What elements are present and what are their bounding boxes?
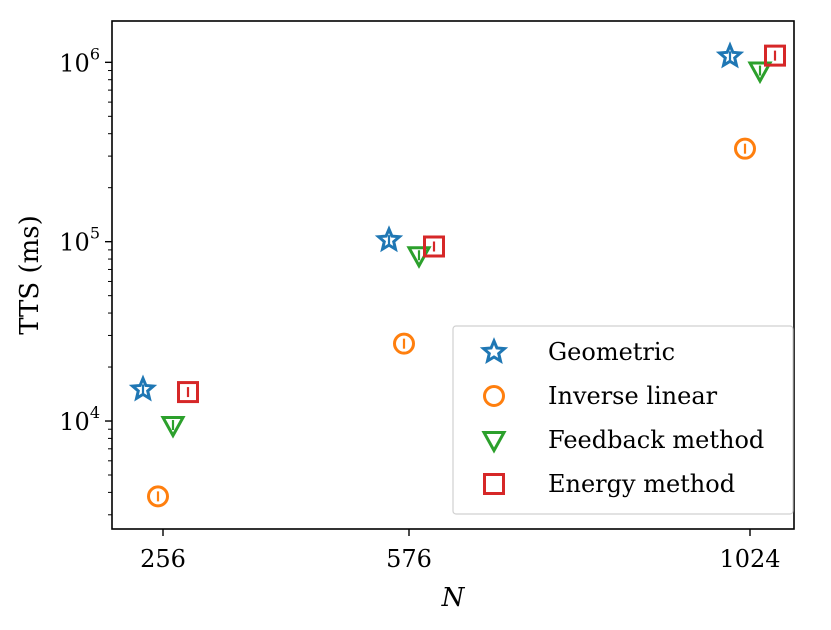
legend-box	[452, 325, 794, 515]
legend-marker-star	[479, 337, 509, 365]
y-tick-label: 106	[59, 44, 100, 77]
y-tick-label: 105	[59, 224, 100, 257]
legend-label: Feedback method	[548, 426, 764, 454]
legend-marker-circle	[483, 385, 505, 407]
y-tick-label-base: 10	[59, 229, 90, 257]
point-square	[177, 381, 199, 404]
point-star	[128, 374, 158, 402]
x-tick-label: 1024	[719, 545, 780, 573]
y-tick-label: 104	[59, 403, 100, 436]
point-circle	[734, 137, 756, 160]
point-square	[423, 235, 445, 258]
point-square	[764, 44, 786, 67]
point-triangle-down	[747, 61, 773, 85]
x-axis-title: N	[441, 583, 466, 613]
legend-label: Energy method	[548, 470, 735, 498]
y-tick-label-exponent: 5	[90, 224, 100, 243]
legend-marker-square	[483, 473, 505, 495]
legend-label: Inverse linear	[548, 382, 718, 410]
point-star	[374, 225, 404, 253]
x-tick-label: 256	[140, 545, 186, 573]
data-points	[128, 41, 786, 508]
legend-marker-triangle-down	[481, 431, 507, 454]
x-tick-label: 576	[386, 545, 432, 573]
y-tick-label-base: 10	[59, 408, 90, 436]
point-circle	[393, 332, 415, 355]
plot-frame	[111, 20, 795, 530]
y-axis-title: TTS (ms)	[15, 215, 45, 335]
y-tick-label-exponent: 6	[90, 44, 100, 63]
y-tick-label-exponent: 4	[90, 403, 100, 422]
legend-label: Geometric	[548, 338, 675, 366]
point-circle	[147, 485, 169, 508]
y-tick-label-base: 10	[59, 49, 90, 77]
point-star	[715, 41, 745, 69]
point-triangle-down	[160, 416, 186, 439]
